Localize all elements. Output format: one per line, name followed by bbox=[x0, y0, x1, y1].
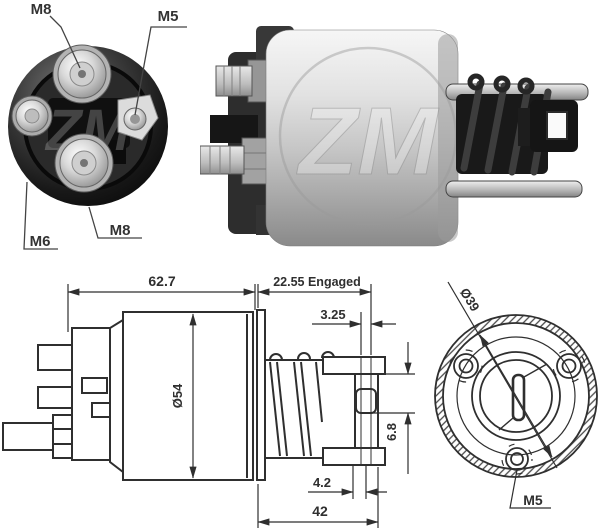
cap-terminal-m5-right bbox=[117, 94, 159, 141]
dim-3-25-label: 3.25 bbox=[320, 307, 345, 322]
leader-m8-bottom bbox=[88, 206, 142, 239]
cap-terminal-m8-bottom bbox=[54, 133, 114, 193]
side-connector-tab-1 bbox=[81, 377, 108, 394]
leader-m6 bbox=[23, 181, 58, 250]
plunger-bottom-rod bbox=[445, 180, 583, 198]
solenoid-terminal-studs bbox=[200, 59, 271, 185]
cap-terminal-m6-left bbox=[11, 95, 53, 137]
dim-62-7-label: 62.7 bbox=[148, 273, 175, 289]
center-boss-inner bbox=[479, 359, 553, 433]
side-terminal-stud-top bbox=[37, 344, 73, 371]
fork-notch bbox=[355, 388, 377, 414]
label-m6: M6 bbox=[30, 233, 51, 250]
plunger-end-plate bbox=[256, 309, 266, 481]
plunger-outline bbox=[256, 309, 386, 481]
dim-4-2-label: 4.2 bbox=[313, 475, 331, 490]
dim-m5-label: M5 bbox=[523, 492, 543, 508]
cap-end-photo: ZM M8 M5 M6 bbox=[8, 1, 187, 250]
solenoid-watermark-text: ZM bbox=[296, 88, 440, 195]
solenoid-side-photo: ZM bbox=[200, 26, 589, 247]
bolt-circle bbox=[456, 336, 576, 456]
center-boss-outer bbox=[471, 351, 561, 441]
mount-bolt-right bbox=[552, 349, 586, 383]
dim-42-label: 42 bbox=[312, 503, 328, 519]
label-m8-bottom: M8 bbox=[110, 222, 131, 239]
solenoid-watermark-logo: ZM bbox=[278, 46, 458, 226]
cap-body bbox=[8, 46, 168, 206]
label-m5: M5 bbox=[158, 8, 179, 25]
plunger-drawing: 22.55 Engaged 3.25 6.8 4.2 42 bbox=[256, 275, 415, 528]
lever-slot bbox=[511, 373, 526, 422]
label-m8-top: M8 bbox=[31, 1, 52, 18]
dim-o39 bbox=[447, 281, 558, 469]
side-terminal-stud-bottom bbox=[2, 422, 54, 451]
leader-m5 bbox=[134, 26, 187, 116]
side-connector-tab-2 bbox=[91, 402, 111, 418]
dim-6-8 bbox=[360, 342, 415, 474]
dim-engaged-label: 22.55 Engaged bbox=[273, 275, 361, 289]
side-view-drawing: 62.7 Ø54 bbox=[2, 273, 256, 481]
dim-engaged bbox=[257, 284, 372, 355]
leader-m8-top bbox=[49, 15, 81, 69]
dim-o39-label: Ø39 bbox=[457, 285, 483, 314]
side-view-outline bbox=[2, 311, 254, 481]
dim-3-25 bbox=[312, 312, 396, 355]
plunger-fork-end bbox=[518, 100, 578, 152]
fork-bottom-bar bbox=[322, 447, 386, 466]
end-view-drawing: Ø39 M5 bbox=[434, 281, 598, 509]
mount-bolt-left bbox=[449, 349, 483, 383]
cap-terminal-m8-top bbox=[52, 44, 112, 104]
contact-bridge bbox=[48, 98, 130, 148]
leader-m5-thread bbox=[509, 469, 551, 509]
fork-top-bar bbox=[322, 356, 386, 375]
dim-o54-label: Ø54 bbox=[170, 383, 185, 408]
dim-62-7 bbox=[67, 284, 256, 332]
dim-42 bbox=[257, 467, 379, 528]
side-terminal-stud-mid bbox=[37, 386, 73, 409]
side-terminal-hex-nut bbox=[52, 414, 73, 459]
dim-6-8-label: 6.8 bbox=[384, 423, 399, 441]
dim-4-2 bbox=[308, 465, 387, 499]
